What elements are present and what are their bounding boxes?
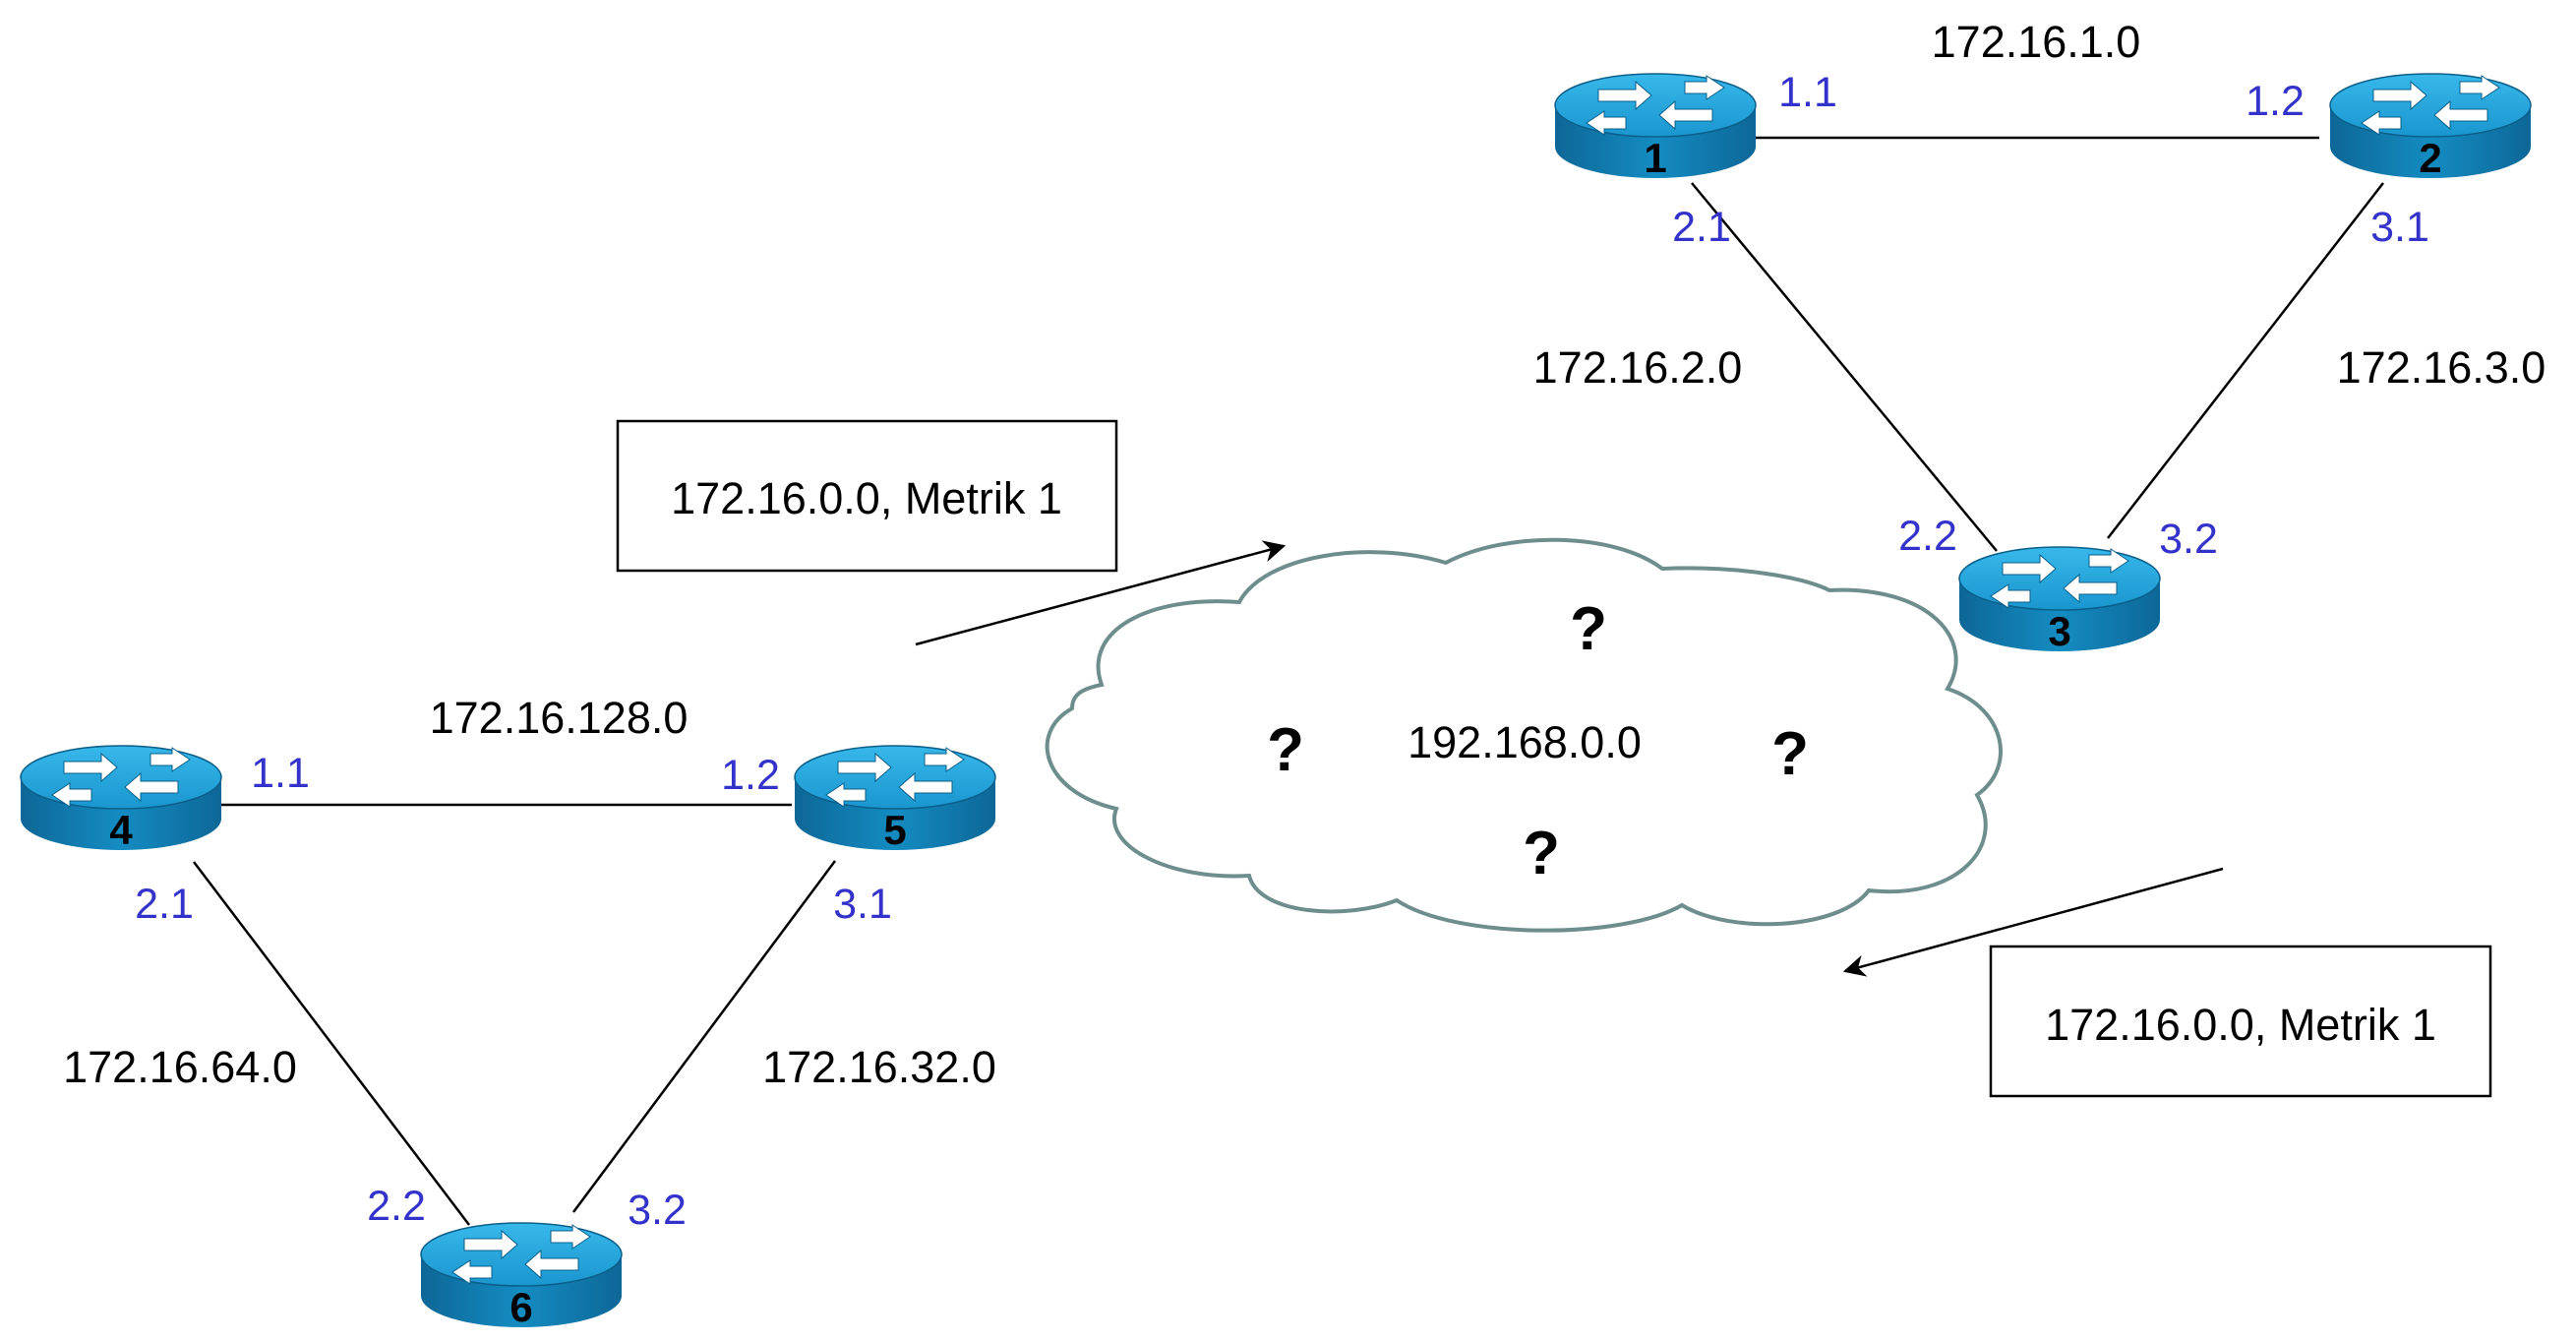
update-arrow-right — [1842, 867, 2224, 977]
update-box-right — [1989, 945, 2492, 1098]
interface-r1-to-r3: 2.1 — [1672, 204, 1731, 251]
router-1[interactable]: 1 — [1554, 73, 1757, 181]
router-3[interactable]: 3 — [1958, 546, 2161, 654]
cloud-unknown-mark: ? — [1570, 595, 1607, 663]
link-4-6 — [193, 861, 470, 1226]
router-2-label: 2 — [2419, 135, 2441, 181]
network-label-4-6: 172.16.64.0 — [63, 1042, 297, 1092]
update-box-right-text: 172.16.0.0, Metrik 1 — [2045, 1000, 2436, 1050]
cloud-unknown-mark: ? — [1267, 716, 1304, 784]
router-4-label: 4 — [109, 807, 133, 853]
router-6-label: 6 — [509, 1284, 532, 1330]
interface-r3-to-r1: 2.2 — [1898, 513, 1957, 560]
interface-r6-to-r4: 2.2 — [367, 1183, 426, 1230]
update-arrow-left — [915, 540, 1287, 646]
interface-r6-to-r5: 3.2 — [628, 1187, 687, 1234]
interface-r1-to-r2: 1.1 — [1778, 69, 1837, 116]
link-2-3 — [2107, 182, 2384, 539]
interface-r4-to-r5: 1.1 — [251, 750, 310, 797]
update-box-left-text: 172.16.0.0, Metrik 1 — [671, 473, 1062, 523]
cloud-unknown-mark: ? — [1523, 820, 1560, 887]
router-1-label: 1 — [1644, 135, 1666, 181]
network-label-5-6: 172.16.32.0 — [762, 1042, 996, 1092]
network-label-1-3: 172.16.2.0 — [1533, 342, 1743, 393]
router-5[interactable]: 5 — [794, 745, 996, 853]
router-6[interactable]: 6 — [420, 1222, 623, 1330]
link-1-3 — [1691, 182, 1998, 552]
router-4[interactable]: 4 — [20, 745, 222, 853]
cloud-unknown-mark: ? — [1771, 720, 1809, 788]
interface-r2-to-r1: 1.2 — [2246, 78, 2305, 125]
network-label-4-5: 172.16.128.0 — [430, 693, 689, 743]
router-5-label: 5 — [883, 807, 906, 853]
interface-r4-to-r6: 2.1 — [135, 881, 194, 928]
interface-r2-to-r3: 3.1 — [2370, 204, 2429, 251]
wan-cloud — [1045, 537, 2003, 933]
router-2[interactable]: 2 — [2329, 73, 2532, 181]
interface-r5-to-r4: 1.2 — [721, 752, 780, 799]
interface-r5-to-r6: 3.1 — [833, 881, 892, 928]
link-5-6 — [571, 860, 837, 1213]
interface-r3-to-r2: 3.2 — [2159, 516, 2218, 563]
network-label-1-2: 172.16.1.0 — [1932, 17, 2141, 67]
cloud-network-label: 192.168.0.0 — [1408, 717, 1642, 767]
network-label-2-3: 172.16.3.0 — [2337, 342, 2546, 393]
router-3-label: 3 — [2048, 608, 2070, 654]
update-box-left — [616, 419, 1118, 573]
